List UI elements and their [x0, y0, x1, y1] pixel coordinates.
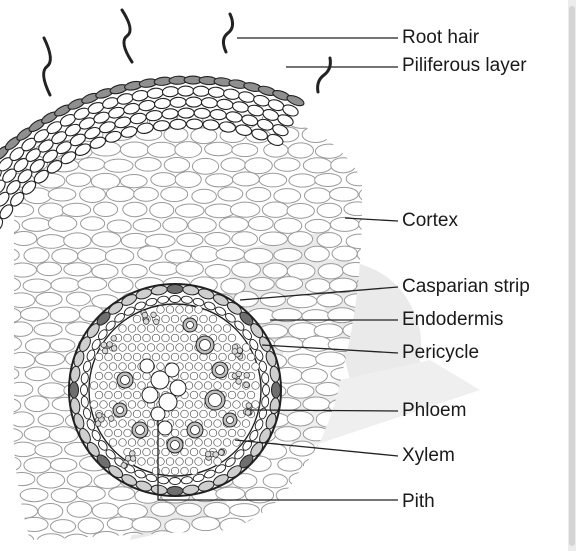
- label-pith: Pith: [402, 492, 435, 511]
- label-pericycle: Pericycle: [402, 343, 479, 362]
- label-root-hair: Root hair: [402, 28, 479, 47]
- scrollbar[interactable]: [568, 0, 576, 551]
- vascular-cylinder: [69, 284, 281, 496]
- label-casparian-strip: Casparian strip: [402, 277, 530, 296]
- label-xylem: Xylem: [402, 446, 455, 465]
- label-phloem: Phloem: [402, 401, 466, 420]
- label-piliferous-layer: Piliferous layer: [402, 56, 527, 75]
- label-cortex: Cortex: [402, 211, 458, 230]
- scrollbar-thumb[interactable]: [569, 6, 575, 546]
- label-endodermis: Endodermis: [402, 310, 503, 329]
